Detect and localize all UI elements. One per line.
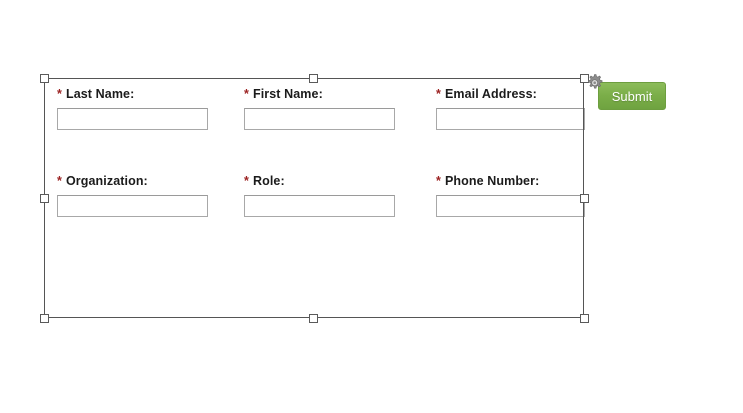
label-first-name: *First Name: [244, 87, 395, 101]
input-phone-number[interactable] [436, 195, 585, 217]
submit-button[interactable]: Submit [598, 82, 666, 110]
field-organization: *Organization: [57, 174, 208, 217]
required-asterisk-email-address: * [436, 87, 441, 101]
field-last-name: *Last Name: [57, 87, 208, 130]
input-email-address[interactable] [436, 108, 585, 130]
handle-middle-right[interactable] [580, 194, 589, 203]
required-asterisk-role: * [244, 174, 249, 188]
label-role: *Role: [244, 174, 395, 188]
field-email-address: *Email Address: [436, 87, 585, 130]
label-last-name: *Last Name: [57, 87, 208, 101]
label-organization: *Organization: [57, 174, 208, 188]
label-text-role: Role: [252, 174, 285, 188]
label-text-organization: Organization: [65, 174, 148, 188]
required-asterisk-phone-number: * [436, 174, 441, 188]
label-email-address: *Email Address: [436, 87, 585, 101]
label-text-last-name: Last Name: [65, 87, 135, 101]
input-last-name[interactable] [57, 108, 208, 130]
field-first-name: *First Name: [244, 87, 395, 130]
field-phone-number: *Phone Number: [436, 174, 585, 217]
field-role: *Role: [244, 174, 395, 217]
required-asterisk-first-name: * [244, 87, 249, 101]
handle-bottom-left[interactable] [40, 314, 49, 323]
label-text-first-name: First Name: [252, 87, 323, 101]
label-text-email-address: Email Address: [444, 87, 537, 101]
input-role[interactable] [244, 195, 395, 217]
input-organization[interactable] [57, 195, 208, 217]
required-asterisk-last-name: * [57, 87, 62, 101]
input-first-name[interactable] [244, 108, 395, 130]
gear-icon[interactable] [585, 73, 604, 92]
handle-top-center[interactable] [309, 74, 318, 83]
handle-bottom-right[interactable] [580, 314, 589, 323]
handle-middle-left[interactable] [40, 194, 49, 203]
contact-form: *Last Name: *First Name: *Email Address:… [44, 78, 586, 318]
label-phone-number: *Phone Number: [436, 174, 585, 188]
label-text-phone-number: Phone Number: [444, 174, 540, 188]
handle-bottom-center[interactable] [309, 314, 318, 323]
handle-top-left[interactable] [40, 74, 49, 83]
required-asterisk-organization: * [57, 174, 62, 188]
